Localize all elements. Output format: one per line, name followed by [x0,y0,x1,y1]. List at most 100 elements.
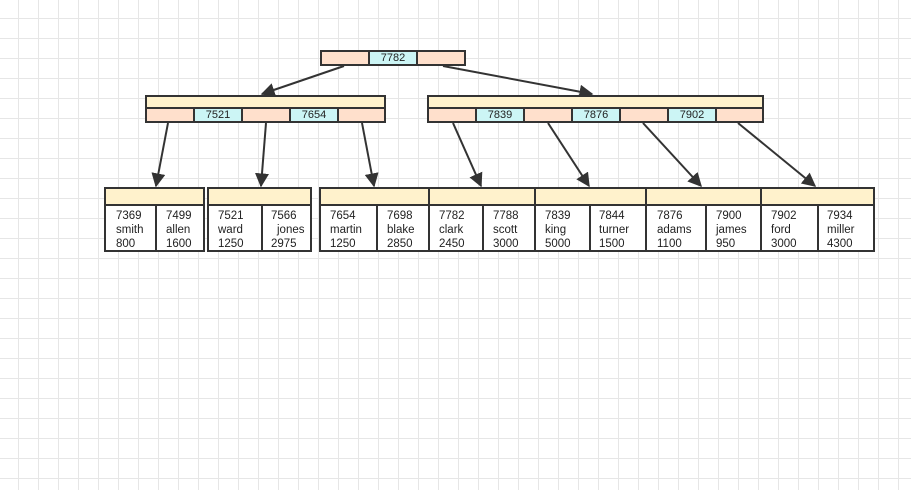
leaf-node-7: 7902 ford 3000 7934 miller 4300 [760,187,875,252]
ename: james [716,224,747,236]
edge-left-to-leaf2 [255,122,269,188]
edge-right-to-leaf6 [642,122,702,188]
empno: 7876 [657,210,683,222]
sal: 2975 [271,238,297,250]
internal-right-pointer-3 [715,107,764,123]
empno: 7521 [218,210,244,222]
root-key-label: 7782 [380,52,406,64]
root-pointer-right [416,50,466,66]
root-key: 7782 [368,50,418,66]
ename: adams [657,224,692,236]
leaf-1-record-2: 7499 allen 1600 [155,206,203,250]
ename: miller [827,224,855,236]
leaf-3-records: 7654 martin 1250 7698 blake 2850 [319,204,430,252]
ename: jones [277,224,305,236]
leaf-6-records: 7876 adams 1100 7900 james 950 [645,204,762,252]
ename: martin [330,224,362,236]
sal: 1100 [657,238,682,250]
internal-right-key-2-label: 7902 [679,109,705,121]
leaf-7-records: 7902 ford 3000 7934 miller 4300 [760,204,875,252]
root-pointer-left [320,50,370,66]
leaf-5-record-2: 7844 turner 1500 [589,206,645,250]
empno: 7844 [599,210,625,222]
leaf-6-record-1: 7876 adams 1100 [647,206,705,250]
internal-right-pointer-2 [619,107,669,123]
empno: 7839 [545,210,571,222]
leaf-node-4: 7782 clark 2450 7788 scott 3000 [428,187,536,252]
ename: king [545,224,567,236]
empno: 7788 [493,210,519,222]
internal-left-key-0: 7521 [193,107,243,123]
edge-root-to-left [260,65,345,97]
internal-left-pointer-2 [337,107,386,123]
leaf-6-record-2: 7900 james 950 [705,206,760,250]
empno: 7902 [771,210,797,222]
leaf-5-records: 7839 king 5000 7844 turner 1500 [534,204,647,252]
leaf-2-records: 7521 ward 1250 7566 jones 2975 [207,204,312,252]
sal: 3000 [493,238,519,250]
internal-left-key-1-label: 7654 [301,109,327,121]
sal: 1250 [330,238,356,250]
root-node: 7782 [320,50,466,66]
sal: 1600 [166,238,192,250]
internal-right-key-1: 7876 [571,107,621,123]
empno: 7782 [439,210,465,222]
leaf-node-6: 7876 adams 1100 7900 james 950 [645,187,762,252]
empno: 7934 [827,210,853,222]
leaf-5-record-1: 7839 king 5000 [536,206,589,250]
ename: ward [218,224,243,236]
leaf-4-record-1: 7782 clark 2450 [430,206,482,250]
sal: 2850 [387,238,413,250]
leaf-2-record-1: 7521 ward 1250 [209,206,261,250]
leaf-7-record-1: 7902 ford 3000 [762,206,817,250]
ename: allen [166,224,191,236]
leaf-node-3: 7654 martin 1250 7698 blake 2850 [319,187,430,252]
leaf-3-record-2: 7698 blake 2850 [376,206,428,250]
internal-right-key-0-label: 7839 [487,109,513,121]
internal-right-key-1-label: 7876 [583,109,609,121]
leaf-2-record-2: 7566 jones 2975 [261,206,310,250]
empno: 7499 [166,210,192,222]
sal: 5000 [545,238,571,250]
sal: 3000 [771,238,797,250]
sal: 1500 [599,238,625,250]
sal: 4300 [827,238,853,250]
empno: 7369 [116,210,142,222]
internal-right-pointer-1 [523,107,573,123]
sal: 950 [716,238,736,250]
internal-right-pointer-0 [427,107,477,123]
edge-right-to-leaf5 [547,122,590,188]
leaf-node-1: 7369 smith 800 7499 allen 1600 [104,187,205,252]
internal-right-key-0: 7839 [475,107,525,123]
internal-node-right: 7839 7876 7902 [427,95,764,123]
edge-left-to-leaf1 [151,122,169,188]
leaf-node-2: 7521 ward 1250 7566 jones 2975 [207,187,312,252]
leaf-node-5: 7839 king 5000 7844 turner 1500 [534,187,647,252]
leaf-1-records: 7369 smith 800 7499 allen 1600 [104,204,205,252]
internal-left-key-0-label: 7521 [205,109,231,121]
empno: 7566 [271,210,297,222]
ename: scott [493,224,518,236]
ename: clark [439,224,464,236]
ename: ford [771,224,791,236]
edge-root-to-right [442,65,594,99]
internal-right-key-2: 7902 [667,107,717,123]
ename: blake [387,224,415,236]
empno: 7900 [716,210,742,222]
internal-left-key-1: 7654 [289,107,339,123]
internal-node-left: 7521 7654 [145,95,386,123]
internal-left-pointer-0 [145,107,195,123]
leaf-1-record-1: 7369 smith 800 [106,206,155,250]
leaf-3-record-1: 7654 martin 1250 [321,206,376,250]
edge-left-to-leaf3 [361,122,379,188]
empno: 7698 [387,210,413,222]
edge-right-to-leaf4 [452,122,483,188]
sal: 800 [116,238,136,250]
internal-left-pointer-1 [241,107,291,123]
leaf-4-record-2: 7788 scott 3000 [482,206,534,250]
sal: 1250 [218,238,244,250]
ename: turner [599,224,630,236]
leaf-4-records: 7782 clark 2450 7788 scott 3000 [428,204,536,252]
